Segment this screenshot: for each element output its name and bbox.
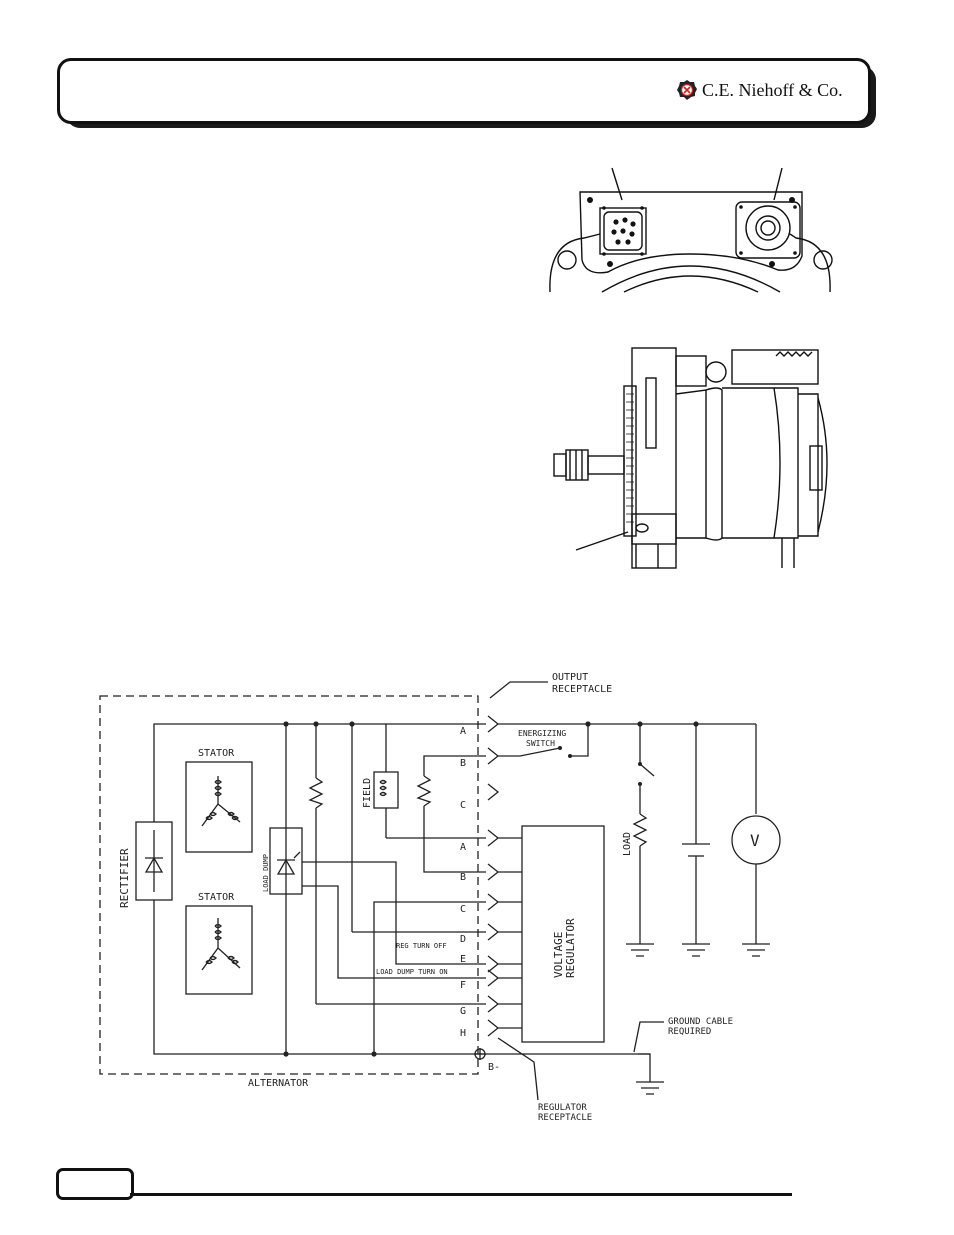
regulator-pin-c: C <box>460 904 466 915</box>
footer-rule <box>130 1193 792 1196</box>
regulator-pin-h: H <box>460 1028 466 1039</box>
ground-cable-line1: GROUND CABLE <box>668 1017 733 1027</box>
energizing-switch-line2: SWITCH <box>526 739 555 748</box>
reg-turn-off-label: REG TURN OFF <box>396 942 447 950</box>
energizing-switch-line1: ENERGIZING <box>518 729 566 738</box>
ground-cable-line2: REQUIRED <box>668 1027 711 1037</box>
regulator-pin-e: E <box>460 954 466 965</box>
alternator-side-view-figure <box>546 342 846 572</box>
brand: C.E. Niehoff & Co. <box>676 78 843 102</box>
regulator-pin-b: B <box>460 872 466 883</box>
regulator-receptacle-line2: RECEPTACLE <box>538 1113 592 1123</box>
alternator-boundary <box>100 696 478 1074</box>
stator-bottom-label: STATOR <box>198 892 235 903</box>
connector-panel-figure <box>540 160 840 300</box>
field-label: FIELD <box>362 778 373 808</box>
output-receptacle-line1: OUTPUT <box>552 672 588 683</box>
load-dump-label: LOAD DUMP <box>262 854 270 892</box>
regulator-receptacle-line1: REGULATOR <box>538 1103 587 1113</box>
regulator-pin-d: D <box>460 934 466 945</box>
output-pin-c: C <box>460 800 466 811</box>
load-dump-turn-on-label: LOAD DUMP TURN ON <box>376 968 448 976</box>
b-minus-label: B- <box>488 1062 500 1073</box>
niehoff-gear-logo-icon <box>676 79 698 101</box>
voltage-regulator-line2: REGULATOR <box>564 918 577 978</box>
regulator-pin-g: G <box>460 1006 466 1017</box>
load-label: LOAD <box>622 832 633 856</box>
regulator-pin-f: F <box>460 980 466 991</box>
output-receptacle-line2: RECEPTACLE <box>552 684 612 695</box>
output-pin-a: A <box>460 726 466 737</box>
output-pin-b: B <box>460 758 466 769</box>
regulator-pin-a: A <box>460 842 466 853</box>
voltmeter-label: V <box>750 831 760 850</box>
page-number-box <box>56 1168 134 1200</box>
wiring-schematic: OUTPUT RECEPTACLE ENERGIZING SWITCH STAT… <box>90 668 830 1138</box>
alternator-label: ALTERNATOR <box>248 1078 309 1089</box>
brand-name: C.E. Niehoff & Co. <box>702 80 843 101</box>
rectifier-label: RECTIFIER <box>118 848 131 908</box>
stator-top-label: STATOR <box>198 748 235 759</box>
